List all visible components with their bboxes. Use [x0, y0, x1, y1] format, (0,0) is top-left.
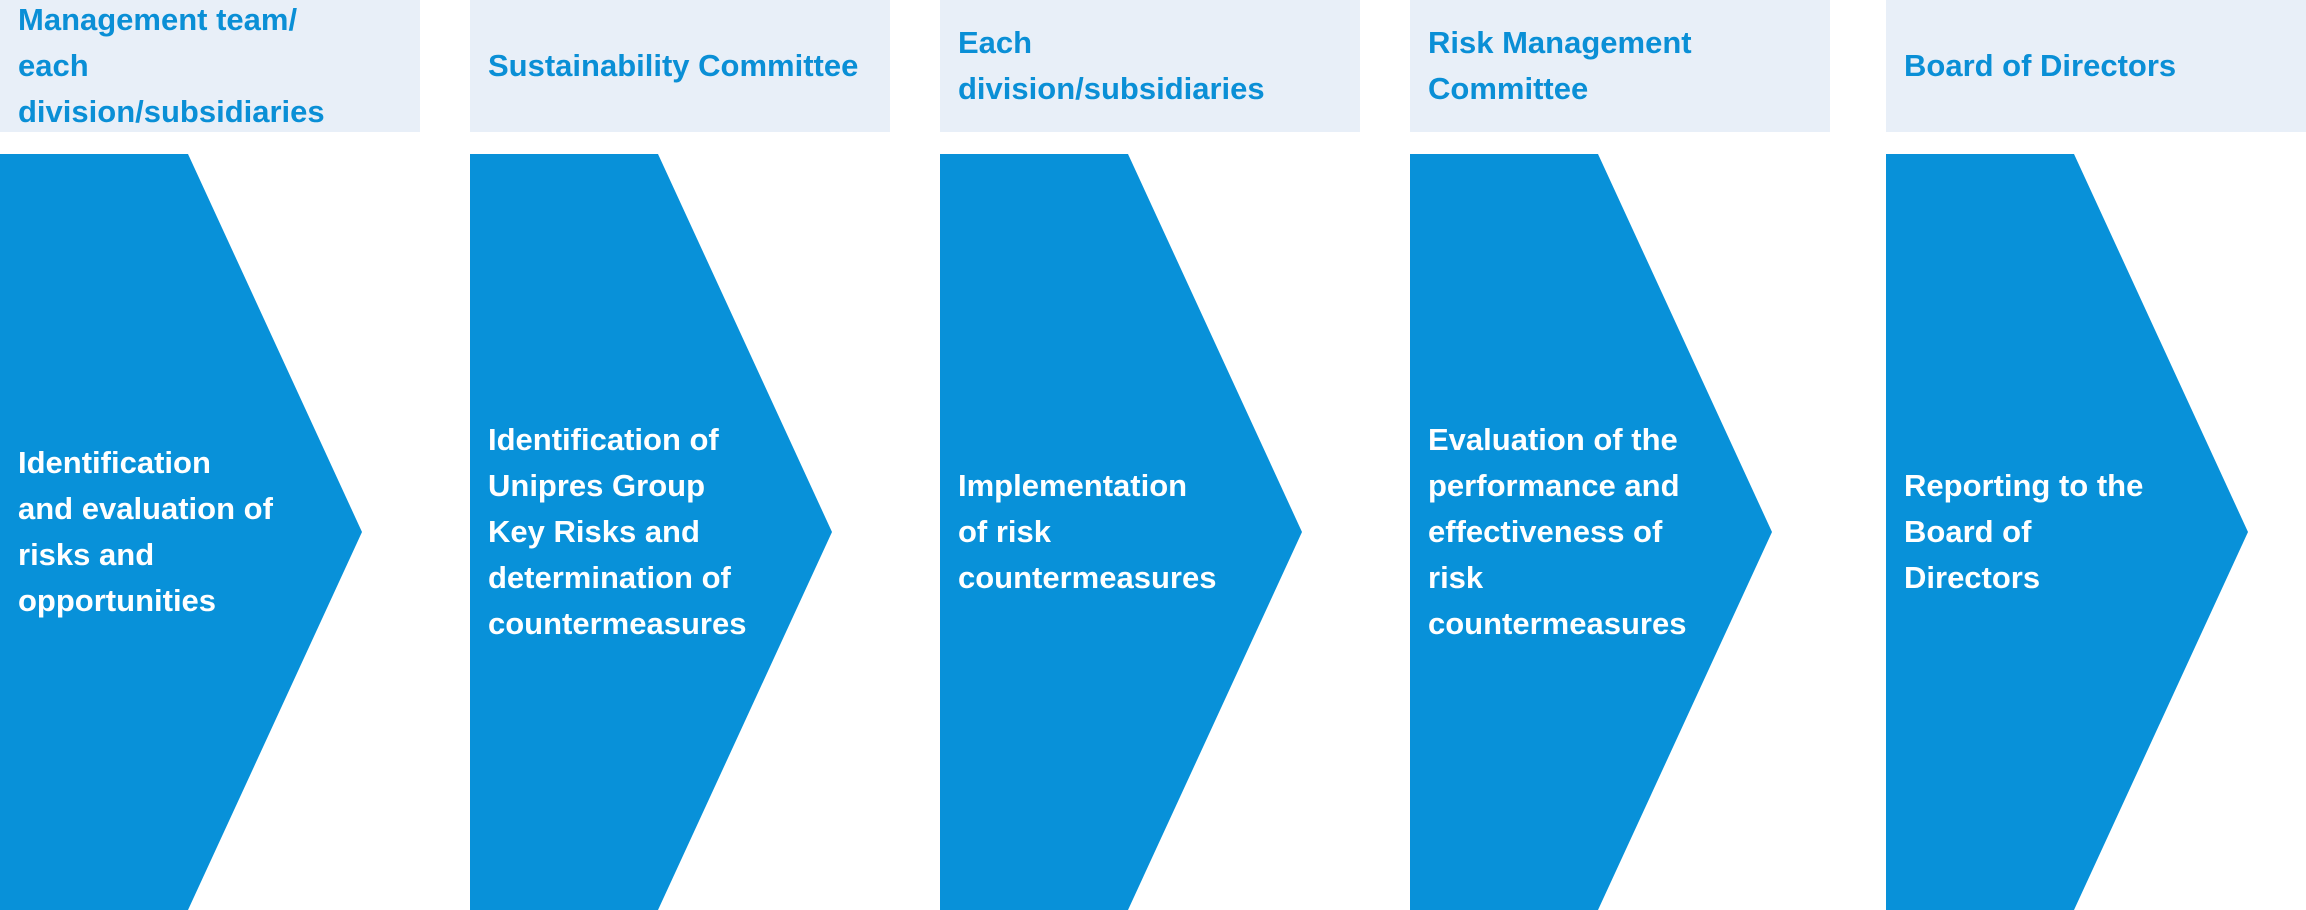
- step-header-label: Management team/ each division/subsidiar…: [18, 2, 325, 129]
- step-body: Identification of Unipres Group Key Risk…: [488, 154, 788, 910]
- step-header: Board of Directors: [1886, 0, 2306, 132]
- chevron-arrow-shape: [470, 154, 832, 910]
- step-header-label: Sustainability Committee: [488, 48, 859, 83]
- step-body: Identification and evaluation of risks a…: [18, 154, 318, 910]
- step-body: Reporting to the Board of Directors: [1904, 154, 2204, 910]
- chevron-arrow-shape: [0, 154, 362, 910]
- step-body-label: Implementation of risk countermeasures: [958, 468, 1217, 595]
- step-header: Management team/ each division/subsidiar…: [0, 0, 420, 132]
- step-5: Board of Directors Reporting to the Boar…: [1886, 0, 2306, 910]
- step-header: Risk Management Committee: [1410, 0, 1830, 132]
- step-body-label: Evaluation of the performance and effect…: [1428, 422, 1687, 641]
- step-2: Sustainability Committee Identification …: [470, 0, 890, 910]
- step-header: Sustainability Committee: [470, 0, 890, 132]
- step-1: Management team/ each division/subsidiar…: [0, 0, 420, 910]
- step-header-label: Risk Management Committee: [1428, 25, 1692, 106]
- chevron-arrow-shape: [1886, 154, 2248, 910]
- step-body-label: Reporting to the Board of Directors: [1904, 468, 2144, 595]
- chevron-arrow-shape: [1410, 154, 1772, 910]
- step-body-label: Identification of Unipres Group Key Risk…: [488, 422, 747, 641]
- chevron-arrow-shape: [940, 154, 1302, 910]
- step-header-label: Board of Directors: [1904, 48, 2177, 83]
- step-4: Risk Management Committee Evaluation of …: [1410, 0, 1830, 910]
- step-body: Evaluation of the performance and effect…: [1428, 154, 1728, 910]
- step-body: Implementation of risk countermeasures: [958, 154, 1258, 910]
- step-body-label: Identification and evaluation of risks a…: [18, 445, 273, 618]
- step-header: Each division/subsidiaries: [940, 0, 1360, 132]
- step-header-label: Each division/subsidiaries: [958, 25, 1265, 106]
- step-3: Each division/subsidiaries Implementatio…: [940, 0, 1360, 910]
